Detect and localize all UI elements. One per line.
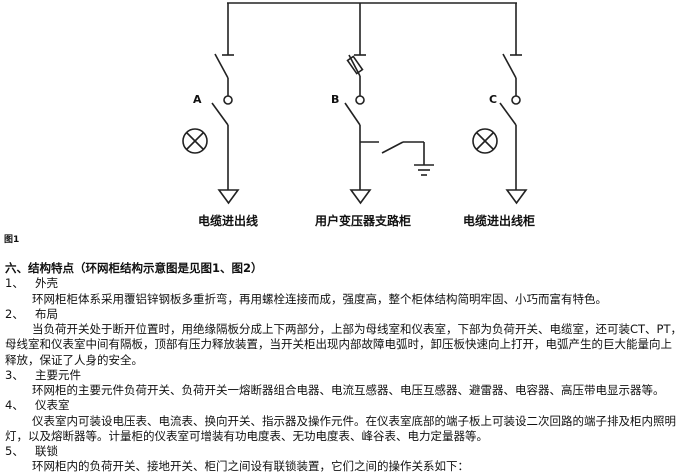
figure-label: 图1 — [4, 235, 20, 245]
item-text: 母线室和仪表室中间有隔板，顶部有压力释放装置，当开关柜出现内部故障电弧时，卸压板… — [5, 337, 672, 352]
switch-label-a: A — [193, 93, 202, 106]
item-heading-text: 联锁 — [35, 444, 58, 458]
earthing-switch-icon — [381, 141, 434, 176]
item-heading: 3、主要元件 — [5, 368, 700, 383]
item-number: 5、 — [5, 444, 24, 458]
item-text: 仪表室内可装设电压表、电流表、换向开关、指示器及操作元件。在仪表室底部的端子板上… — [32, 413, 676, 428]
item-heading: 1、外壳 — [5, 276, 700, 291]
caption-cable-in-out-cabinet: 电缆进出线柜 — [463, 214, 536, 228]
item-number: 3、 — [5, 367, 24, 382]
item-heading: 4、仪表室 — [5, 398, 700, 413]
item-heading: 2、布局 — [5, 307, 700, 322]
item-text: 释放，保证了人身的安全。 — [5, 352, 143, 367]
item-heading-text: 仪表室 — [35, 398, 70, 413]
item-text: 灯，以及熔断器等。计量柜的仪表室可增装有功电度表、无功电度表、峰谷表、电力定量器… — [5, 428, 488, 443]
item-number: 2、 — [5, 306, 24, 321]
item-heading-text: 外壳 — [35, 276, 58, 291]
structure-section: 六、结构特点（环网柜结构示意图是见图1、图2） 1、外壳 环网柜柜体系采用覆铝锌… — [5, 261, 700, 475]
ring-main-unit-diagram — [182, 2, 528, 205]
item-text: 当负荷开关处于断开位置时，用绝缘隔板分成上下两部分，上部为母线室和仪表室，下部为… — [32, 322, 683, 336]
feeder-a — [182, 3, 240, 205]
caption-transformer-branch: 用户变压器支路柜 — [315, 214, 412, 228]
indicator-lamp-icon — [182, 128, 208, 154]
feeder-b — [344, 3, 434, 205]
switch-label-b: B — [331, 93, 340, 106]
fuse-icon — [346, 55, 364, 75]
switch-label-c: C — [489, 93, 498, 106]
item-heading-text: 布局 — [35, 306, 58, 321]
item-heading: 5、联锁 — [5, 444, 700, 459]
item-heading-text: 主要元件 — [35, 367, 81, 382]
indicator-lamp-icon — [472, 128, 498, 154]
item-text: 环网柜柜体系采用覆铝锌钢板多重折弯，再用螺栓连接而成，强度高，整个柜体结构简明牢… — [32, 291, 607, 306]
item-number: 4、 — [5, 398, 24, 413]
feeder-c — [472, 3, 528, 205]
item-text: 环网柜内的负荷开关、接地开关、柜门之间设有联锁装置，它们之间的操作关系如下： — [32, 459, 469, 474]
caption-cable-in-out: 电缆进出线 — [198, 214, 259, 228]
section-title: 六、结构特点（环网柜结构示意图是见图1、图2） — [5, 261, 263, 275]
item-text: 环网柜的主要元件负荷开关、负荷开关一熔断器组合电器、电流互感器、电压互感器、避雷… — [32, 383, 665, 397]
item-number: 1、 — [5, 276, 24, 291]
